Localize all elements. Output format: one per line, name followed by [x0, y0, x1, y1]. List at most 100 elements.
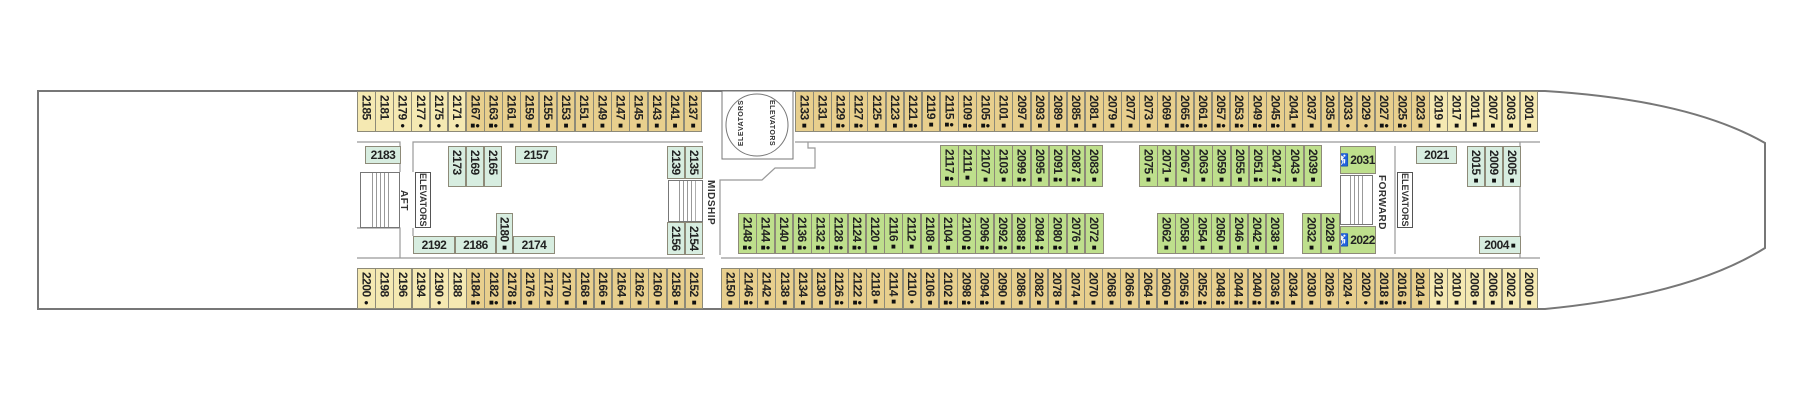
cabin-2076[interactable]: 2076■ — [1066, 213, 1086, 254]
cabin-2170[interactable]: 2170■ — [557, 268, 577, 309]
cabin-2055[interactable]: 2055■ — [1230, 145, 1250, 187]
cabin-2123[interactable]: 2123■ — [885, 91, 905, 132]
cabin-2112[interactable]: 2112■ — [902, 213, 921, 254]
cabin-2169[interactable]: 2169 — [466, 146, 484, 187]
cabin-2128[interactable]: 2128■● — [829, 213, 848, 254]
cabin-2065[interactable]: 2065■● — [1175, 91, 1195, 132]
cabin-2133[interactable]: 2133■ — [795, 91, 814, 132]
cabin-2092[interactable]: 2092■● — [993, 213, 1013, 254]
cabin-2119[interactable]: 2119■ — [921, 91, 941, 132]
cabin-2155[interactable]: 2155■ — [538, 91, 558, 132]
cabin-2131[interactable]: 2131■ — [813, 91, 832, 132]
cabin-2173[interactable]: 2173 — [448, 146, 466, 187]
cabin-2031[interactable]: ♿2031■ — [1340, 146, 1376, 174]
cabin-2032[interactable]: 2032■ — [1302, 213, 1321, 254]
cabin-2157[interactable]: 2157 — [515, 146, 557, 164]
cabin-2118[interactable]: 2118■ — [866, 268, 885, 309]
cabin-2161[interactable]: 2161■ — [502, 91, 521, 132]
cabin-2078[interactable]: 2078■ — [1047, 268, 1067, 309]
cabin-2168[interactable]: 2168■ — [575, 268, 595, 309]
cabin-2038[interactable]: 2038■ — [1265, 213, 1285, 254]
cabin-2135[interactable]: 2135■ — [685, 146, 703, 179]
cabin-2064[interactable]: 2064■ — [1138, 268, 1158, 309]
cabin-2087[interactable]: 2087■● — [1066, 145, 1086, 187]
cabin-2178[interactable]: 2178■● — [502, 268, 522, 309]
cabin-2171[interactable]: 2171● — [447, 91, 467, 132]
cabin-2021[interactable]: 2021 — [1416, 146, 1457, 164]
cabin-2114[interactable]: 2114■ — [884, 268, 904, 309]
midship-elevators-label-1[interactable]: ELEVATORS — [738, 100, 745, 147]
cabin-2048[interactable]: 2048■● — [1211, 268, 1230, 309]
cabin-2012[interactable]: 2012■ — [1429, 268, 1448, 309]
cabin-2005[interactable]: 2005■ — [1503, 146, 1521, 187]
cabin-2176[interactable]: 2176■ — [520, 268, 540, 309]
cabin-2150[interactable]: 2150■ — [721, 268, 740, 309]
cabin-2045[interactable]: 2045■● — [1266, 91, 1285, 132]
cabin-2014[interactable]: 2014■ — [1410, 268, 1430, 309]
cabin-2116[interactable]: 2116■ — [884, 213, 903, 254]
cabin-2181[interactable]: 2181 — [375, 91, 394, 132]
cabin-2172[interactable]: 2172■ — [539, 268, 558, 309]
cabin-2111[interactable]: 2111■ — [958, 145, 977, 187]
cabin-2042[interactable]: 2042■ — [1247, 213, 1267, 254]
cabin-2036[interactable]: 2036■● — [1265, 268, 1285, 309]
cabin-2138[interactable]: 2138■ — [775, 268, 795, 309]
cabin-2049[interactable]: 2049■● — [1248, 91, 1267, 132]
cabin-2027[interactable]: 2027■● — [1374, 91, 1394, 132]
cabin-2142[interactable]: 2142■ — [757, 268, 776, 309]
cabin-2148[interactable]: 2148■● — [738, 213, 757, 254]
cabin-2043[interactable]: 2043■ — [1285, 145, 1305, 187]
cabin-2126[interactable]: 2126■● — [829, 268, 849, 309]
cabin-2188[interactable]: 2188 — [448, 268, 467, 309]
cabin-2180[interactable]: 2180■ — [496, 213, 513, 254]
cabin-2174[interactable]: 2174 — [513, 236, 555, 254]
cabin-2066[interactable]: 2066■ — [1120, 268, 1140, 309]
cabin-2090[interactable]: 2090■ — [993, 268, 1012, 309]
cabin-2083[interactable]: 2083■ — [1084, 145, 1104, 187]
cabin-2163[interactable]: 2163■● — [484, 91, 503, 132]
cabin-2041[interactable]: 2041■ — [1284, 91, 1303, 132]
cabin-2143[interactable]: 2143■ — [647, 91, 667, 132]
cabin-2186[interactable]: 2186 — [455, 236, 496, 254]
cabin-2071[interactable]: 2071■ — [1157, 145, 1177, 187]
cabin-2072[interactable]: 2072■ — [1084, 213, 1104, 254]
cabin-2082[interactable]: 2082■ — [1029, 268, 1049, 309]
cabin-2130[interactable]: 2130■ — [811, 268, 831, 309]
cabin-2194[interactable]: 2194 — [411, 268, 431, 309]
cabin-2057[interactable]: 2057■● — [1211, 91, 1231, 132]
cabin-2088[interactable]: 2088■● — [1011, 213, 1031, 254]
cabin-2003[interactable]: 2003■ — [1501, 91, 1521, 132]
cabin-2073[interactable]: 2073■ — [1139, 91, 1158, 132]
cabin-2139[interactable]: 2139■ — [667, 146, 685, 179]
cabin-2022[interactable]: ♿2022■ — [1340, 226, 1376, 254]
cabin-2121[interactable]: 2121■● — [903, 91, 923, 132]
cabin-2165[interactable]: 2165 — [484, 146, 502, 187]
cabin-2093[interactable]: 2093■ — [1030, 91, 1050, 132]
cabin-2156[interactable]: 2156■ — [667, 222, 685, 255]
cabin-2062[interactable]: 2062■ — [1157, 213, 1176, 254]
cabin-2000[interactable]: 2000■ — [1519, 268, 1539, 309]
cabin-2089[interactable]: 2089■ — [1048, 91, 1068, 132]
cabin-2075[interactable]: 2075■ — [1139, 145, 1158, 187]
cabin-2105[interactable]: 2105■● — [976, 91, 995, 132]
cabin-2145[interactable]: 2145■ — [629, 91, 649, 132]
cabin-2167[interactable]: 2167■● — [465, 91, 485, 132]
cabin-2159[interactable]: 2159■ — [520, 91, 540, 132]
cabin-2047[interactable]: 2047■● — [1267, 145, 1286, 187]
cabin-2098[interactable]: 2098■● — [957, 268, 976, 309]
cabin-2004[interactable]: 2004■ — [1479, 236, 1521, 254]
cabin-2024[interactable]: 2024● — [1338, 268, 1357, 309]
cabin-2162[interactable]: 2162■ — [630, 268, 649, 309]
cabin-2079[interactable]: 2079■ — [1103, 91, 1122, 132]
cabin-2198[interactable]: 2198 — [375, 268, 394, 309]
cabin-2081[interactable]: 2081■ — [1084, 91, 1104, 132]
cabin-2137[interactable]: 2137■ — [683, 91, 703, 132]
cabin-2035[interactable]: 2035■ — [1320, 91, 1340, 132]
cabin-2084[interactable]: 2084■● — [1030, 213, 1049, 254]
cabin-2179[interactable]: 2179● — [393, 91, 412, 132]
cabin-2069[interactable]: 2069■ — [1157, 91, 1177, 132]
cabin-2100[interactable]: 2100■● — [957, 213, 976, 254]
cabin-2050[interactable]: 2050■ — [1211, 213, 1231, 254]
cabin-2101[interactable]: 2101■ — [994, 91, 1013, 132]
cabin-2046[interactable]: 2046■ — [1229, 213, 1249, 254]
